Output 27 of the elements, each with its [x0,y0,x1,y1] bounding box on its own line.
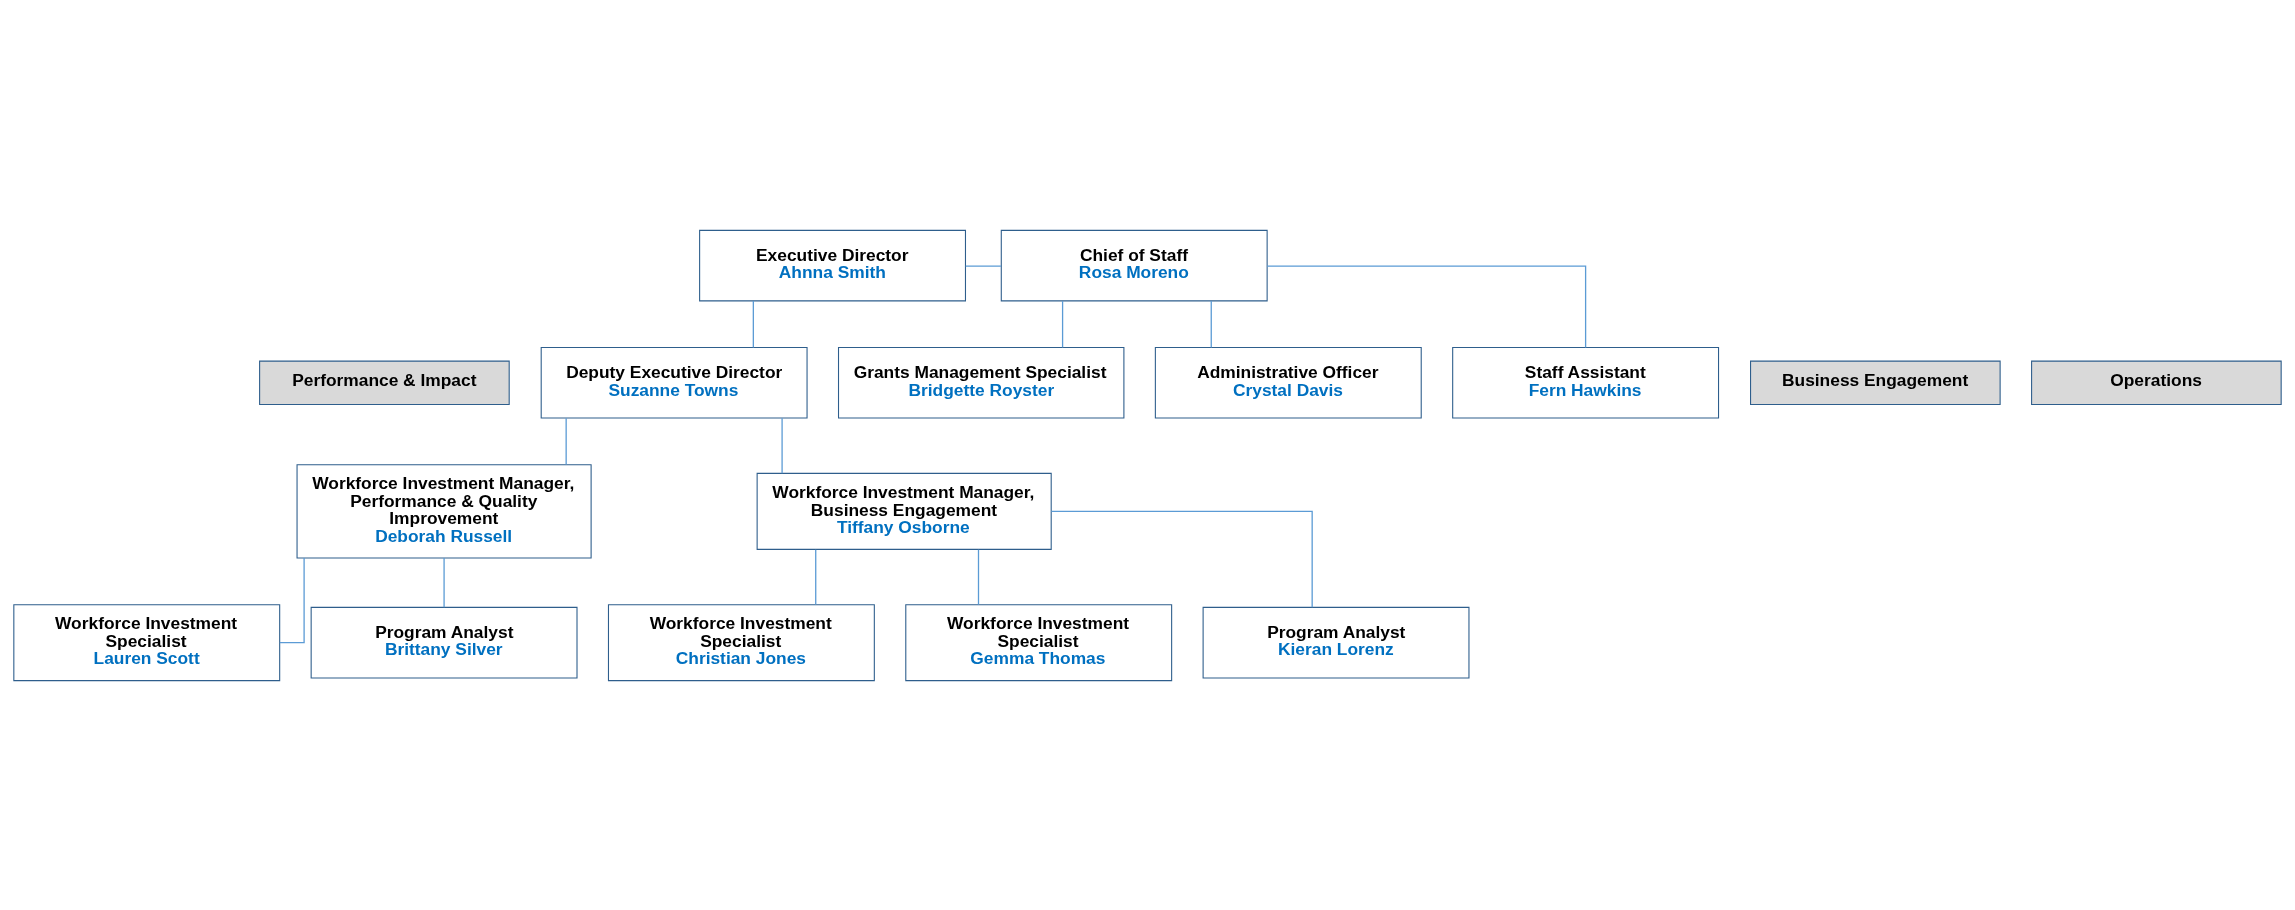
connector [565,417,567,465]
node-box: Operations [2031,360,2282,405]
node-box: Performance & Impact [259,360,510,405]
connector [965,265,1002,267]
node-box: Workforce Investment Specialist Lauren Scott [13,603,281,681]
node-box: Chief of Staff Rosa Moreno [1000,229,1268,301]
node-box: Grants Management Specialist Bridgette Royster [837,346,1125,419]
connector [1266,265,1587,348]
connector [1210,299,1212,348]
node-box: Program Analyst Kieran Lorenz [1202,606,1470,678]
connector [1061,299,1064,348]
connector [752,299,754,348]
connector [815,548,817,605]
connector [1050,510,1313,608]
node-box: Executive Director Ahnna Smith [699,229,966,301]
node-box: Business Engagement [1750,360,2001,405]
connector [443,556,445,608]
node-box: Program Analyst Brittany Silver [310,606,578,678]
connector [781,417,783,474]
node-box: Workforce Investment Manager, Business Engagement Tiffany Osborne [756,472,1052,550]
node-box: Deputy Executive Director Suzanne Towns [540,346,808,419]
node-box: Workforce Investment Manager, Performance & Quality Improvement Deborah Russell [296,463,592,559]
node-box: Workforce Investment Specialist Gemma Thomas [905,603,1173,681]
node-box: Administrative Officer Crystal Davis [1154,346,1422,419]
connector [977,548,980,605]
node-box: Workforce Investment Specialist Christian Jones [607,603,875,681]
node-box: Staff Assistant Fern Hawkins [1452,346,1720,419]
